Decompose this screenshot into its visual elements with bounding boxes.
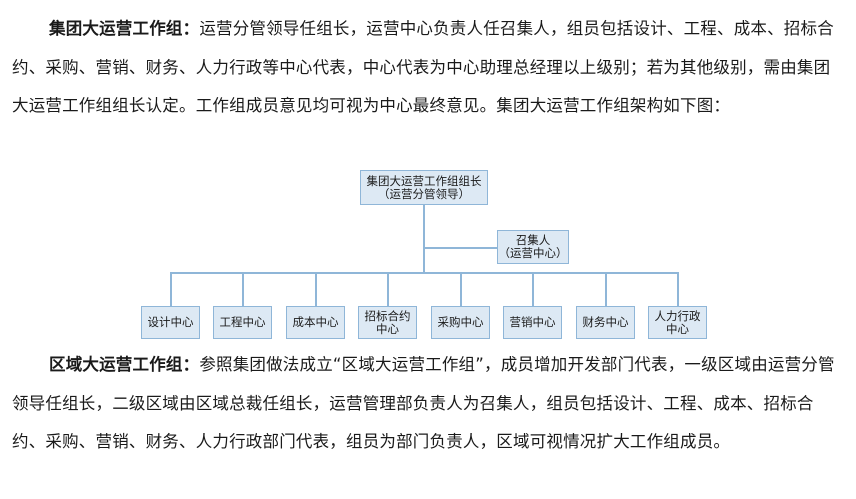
paragraph-group-body: 运营分管领导任组长，运营中心负责人任召集人，组员包括设计、工程、成本、招标合约、… bbox=[12, 19, 834, 115]
box-member-finance: 财务中心 bbox=[576, 306, 635, 339]
member-label: 营销中心 bbox=[509, 315, 556, 329]
member-label-line2: 中心 bbox=[376, 321, 399, 336]
paragraph-region-team: 区域大运营工作组：参照集团做法成立“区域大运营工作组”，成员增加开发部门代表，一… bbox=[12, 346, 842, 462]
box-member-procurement: 采购中心 bbox=[431, 306, 490, 339]
paragraph-region-body: 参照集团做法成立“区域大运营工作组”，成员增加开发部门代表，一级区域由运营分管领… bbox=[12, 355, 835, 451]
box-group-leader-line1: 集团大运营工作组组长 bbox=[366, 173, 482, 188]
member-label-line2: 中心 bbox=[666, 321, 689, 336]
box-convener: 召集人 （运营中心） bbox=[497, 230, 569, 264]
box-member-engineering: 工程中心 bbox=[213, 306, 272, 339]
box-convener-line2: （运营中心） bbox=[498, 246, 568, 260]
connector-drop-7 bbox=[605, 272, 607, 306]
connector-top-vertical bbox=[423, 205, 425, 272]
box-member-hr-admin: 人力行政 中心 bbox=[648, 306, 707, 339]
connector-drop-5 bbox=[460, 272, 462, 306]
connector-members-horizontal bbox=[170, 272, 678, 274]
box-member-cost: 成本中心 bbox=[286, 306, 345, 339]
connector-drop-6 bbox=[532, 272, 534, 306]
box-member-design: 设计中心 bbox=[141, 306, 200, 339]
connector-convener-horizontal bbox=[424, 247, 497, 249]
member-label-line1: 人力行政 bbox=[654, 308, 701, 323]
heading-separator: ： bbox=[182, 19, 200, 38]
member-label: 设计中心 bbox=[147, 315, 194, 329]
connector-drop-3 bbox=[315, 272, 317, 306]
box-convener-line1: 召集人 bbox=[515, 233, 551, 247]
paragraph-group-team: 集团大运营工作组：运营分管领导任组长，运营中心负责人任召集人，组员包括设计、工程… bbox=[12, 10, 842, 126]
box-member-marketing: 营销中心 bbox=[503, 306, 562, 339]
member-label: 成本中心 bbox=[292, 315, 339, 329]
connector-drop-2 bbox=[242, 272, 244, 306]
member-label-line1: 招标合约 bbox=[364, 308, 411, 323]
connector-drop-8 bbox=[677, 272, 679, 306]
box-group-leader: 集团大运营工作组组长 （运营分管领导） bbox=[360, 170, 488, 205]
connector-drop-1 bbox=[170, 272, 172, 306]
member-label: 工程中心 bbox=[219, 315, 266, 329]
box-member-bidding: 招标合约 中心 bbox=[358, 306, 417, 339]
heading-region-team: 区域大运营工作组 bbox=[49, 355, 183, 374]
member-label: 财务中心 bbox=[582, 315, 629, 329]
heading-separator: ： bbox=[182, 355, 200, 374]
connector-drop-4 bbox=[387, 272, 389, 306]
member-label: 采购中心 bbox=[437, 315, 484, 329]
box-group-leader-line2: （运营分管领导） bbox=[378, 186, 470, 201]
heading-group-team: 集团大运营工作组 bbox=[49, 19, 183, 38]
